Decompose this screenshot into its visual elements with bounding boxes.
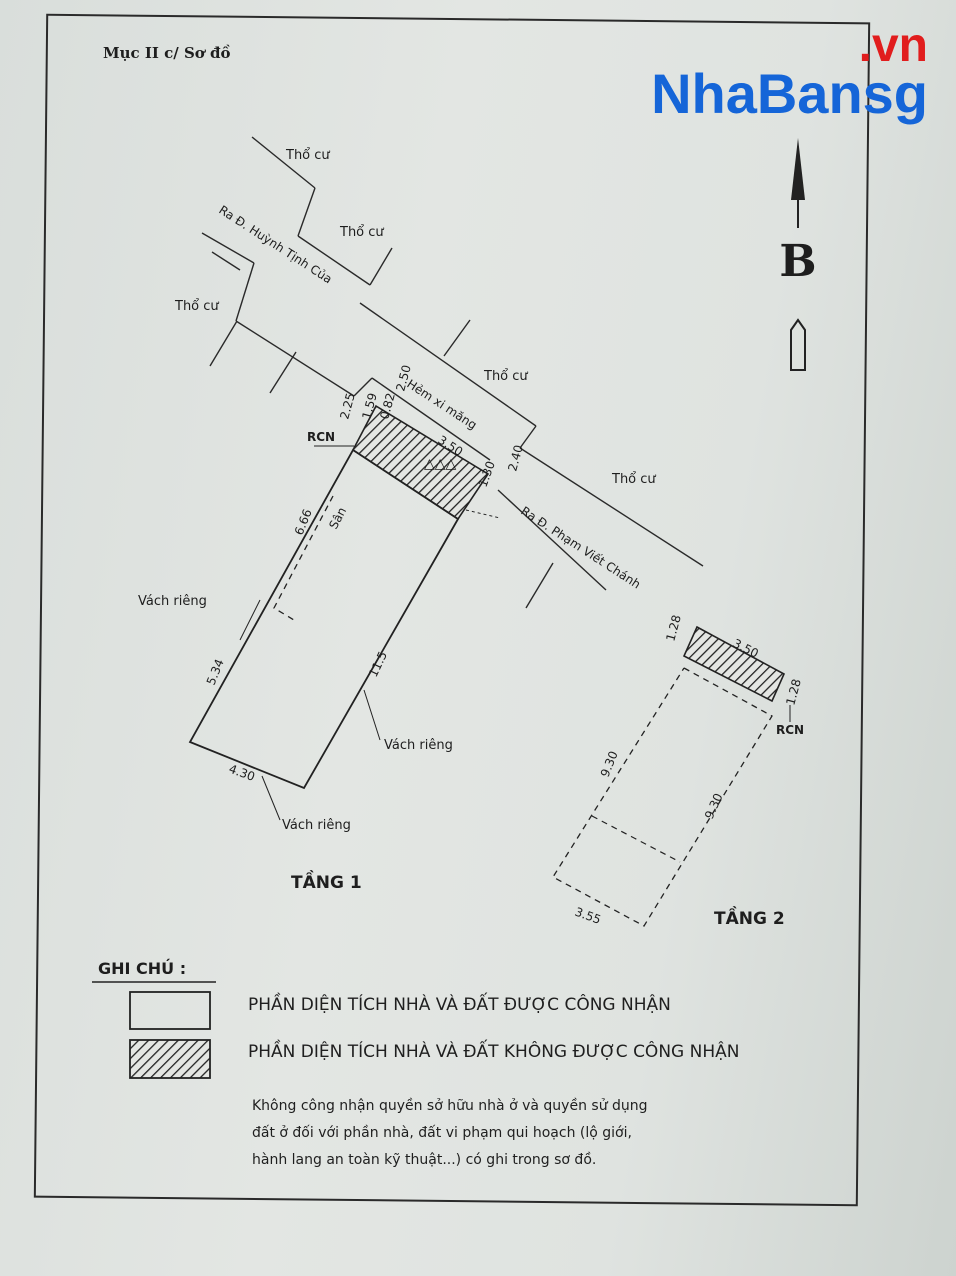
note-line-1: Không công nhận quyền sở hữu nhà ở và qu… (252, 1098, 648, 1114)
dim-9-30-floor2-b: 9.30 (702, 791, 726, 821)
floor1-wall-symbol: △△△ (424, 456, 457, 472)
section-title: Mục II c/ Sơ đồ (103, 44, 231, 62)
dim-2-40: 2.40 (505, 443, 525, 472)
dim-1-59: 1.59 (359, 391, 379, 420)
floor1-yard-label: Sân (326, 505, 349, 532)
legend-swatch-not-recognized (129, 1039, 211, 1079)
legend-not-recognized-label: PHẦN DIỆN TÍCH NHÀ VÀ ĐẤT KHÔNG ĐƯỢC CÔN… (248, 1042, 740, 1062)
legend-recognized-label: PHẦN DIỆN TÍCH NHÀ VÀ ĐẤT ĐƯỢC CÔNG NHẬN (248, 995, 671, 1015)
watermark-brand: NhaBansg (651, 62, 928, 125)
dim-1-30: 1.30 (476, 459, 498, 489)
floor2-unrecognized-area (682, 625, 786, 703)
watermark-suffix: .vn (858, 19, 928, 72)
north-arrow: B (779, 138, 817, 371)
dim-3-55: 3.55 (573, 905, 603, 927)
dim-0-82: 0.82 (377, 391, 397, 420)
floor2-title: TẦNG 2 (714, 905, 785, 929)
label-vach-rieng-3: Vách riêng (282, 818, 351, 833)
floor2-rcn-label: RCN (776, 723, 804, 737)
dim-6-66: 6.66 (292, 507, 315, 537)
dim-1-28-floor2-a: 1.28 (663, 613, 683, 642)
label-vach-rieng-2: Vách riêng (384, 738, 453, 753)
label-vach-rieng-1: Vách riêng (138, 594, 207, 609)
floor1-plan: △△△ (188, 404, 501, 821)
note-line-3: hành lang an toàn kỹ thuật...) có ghi tr… (252, 1152, 597, 1168)
dim-4-30: 4.30 (227, 762, 257, 784)
dim-9-30-floor2-a: 9.30 (598, 749, 621, 779)
label-tho-cu-1: Thổ cư (285, 148, 330, 163)
north-label: B (779, 236, 816, 287)
dim-1-28-floor2-b: 1.28 (783, 677, 803, 706)
floor1-title: TẦNG 1 (291, 869, 362, 893)
label-tho-cu-2: Thổ cư (339, 225, 384, 240)
label-street-pham-viet-chanh: Ra Đ. Phạm Viết Chánh (518, 504, 643, 592)
label-street-huynh-tinh-cua: Ra Đ. Huỳnh Tịnh Của (216, 203, 334, 287)
floor1-rcn-label: RCN (307, 430, 335, 444)
dim-2-25: 2.25 (337, 391, 357, 420)
legend-swatch-recognized (129, 991, 211, 1030)
floor1-yard-outline (273, 495, 334, 621)
street-lines (201, 136, 704, 609)
floor2-recognized-outline (552, 667, 773, 927)
dim-2-50: 2.50 (393, 363, 413, 392)
label-alley: Hẻm xi măng (404, 377, 479, 433)
floor2-plan (552, 625, 791, 927)
label-tho-cu-4: Thổ cư (483, 369, 528, 384)
label-tho-cu-5: Thổ cư (611, 472, 656, 487)
note-line-2: đất ở đối với phần nhà, đất vi phạm qui … (252, 1125, 632, 1141)
dim-11-5: 11.5 (366, 649, 390, 679)
watermark-logo: .vn NhaBansg (651, 22, 928, 122)
floor1-recognized-area (188, 448, 460, 790)
legend-title: GHI CHÚ : (98, 959, 186, 978)
label-tho-cu-3: Thổ cư (174, 299, 219, 314)
